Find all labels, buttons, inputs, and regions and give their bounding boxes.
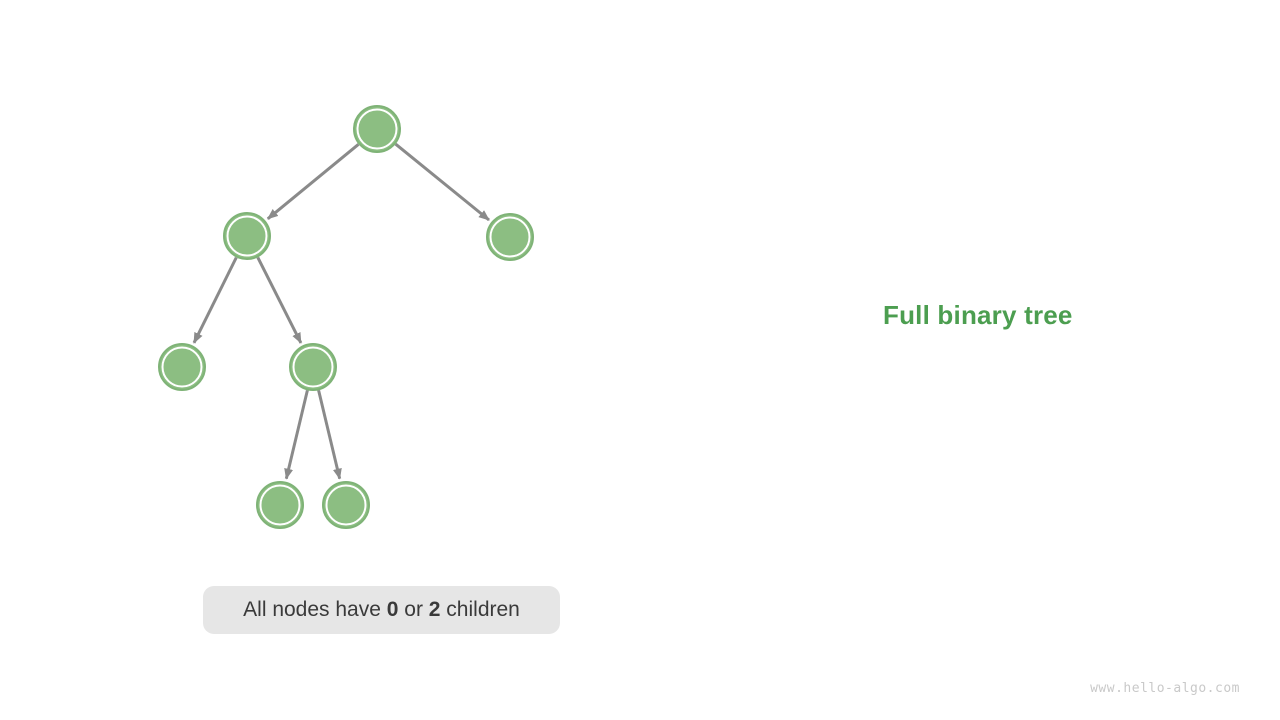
caption-text: children <box>440 598 520 621</box>
caption-pill: All nodes have 0 or 2 children <box>203 586 560 634</box>
tree-edge <box>394 142 490 222</box>
caption-bold-zero: 0 <box>386 598 399 621</box>
caption-text: or <box>398 598 429 621</box>
caption-text: All nodes have <box>243 598 387 621</box>
tree-edge <box>192 256 238 344</box>
diagram-title: Full binary tree <box>883 300 1073 330</box>
watermark: www.hello-algo.com <box>1090 681 1240 696</box>
tree-node <box>353 105 401 153</box>
tree-edge <box>284 389 309 480</box>
caption-bold-two: 2 <box>428 598 441 621</box>
tree-edge <box>256 256 303 344</box>
tree-node <box>256 481 304 529</box>
tree-node <box>223 212 271 260</box>
tree-node <box>486 213 534 261</box>
tree-edge <box>317 389 342 480</box>
tree-node <box>158 343 206 391</box>
tree-node <box>289 343 337 391</box>
tree-node <box>322 481 370 529</box>
tree-edge <box>266 143 360 220</box>
